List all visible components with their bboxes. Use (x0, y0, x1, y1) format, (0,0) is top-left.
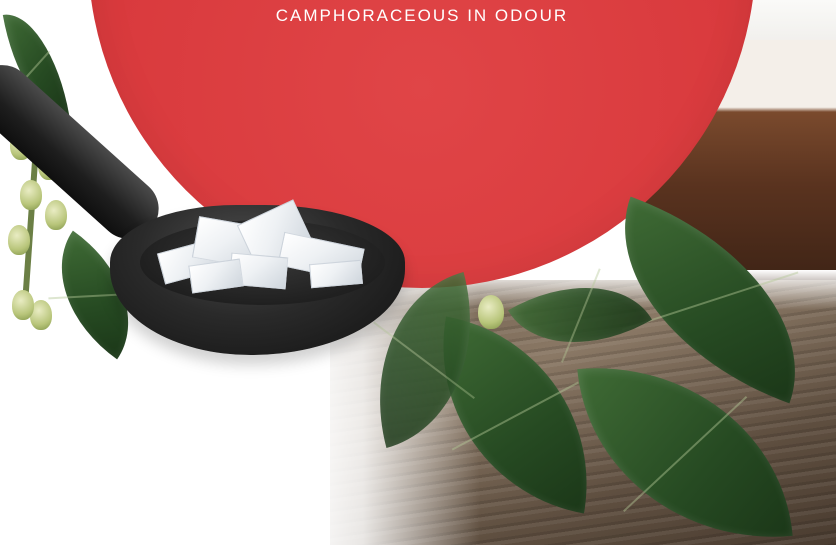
flower-bud-icon (45, 200, 67, 230)
flower-bud-icon (8, 225, 30, 255)
leaf-bud-icon (478, 295, 504, 329)
crystal (309, 259, 363, 289)
flower-bud-icon (12, 290, 34, 320)
headline-text: CAMPHORACEOUS IN ODOUR (275, 6, 569, 25)
flower-bud-icon (20, 180, 42, 210)
flower-bud-icon (30, 300, 52, 330)
